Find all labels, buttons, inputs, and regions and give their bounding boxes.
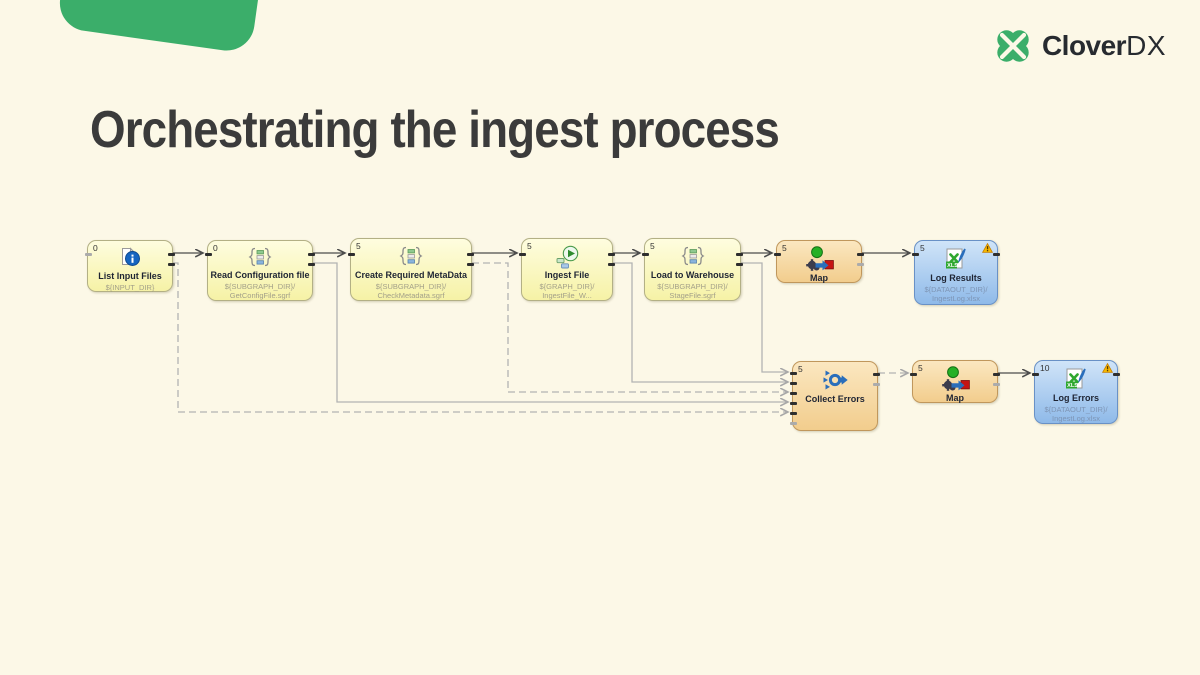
brand-name-bold: Clover xyxy=(1041,30,1127,61)
node-label: Read Configuration file xyxy=(210,270,310,280)
input-port xyxy=(910,373,917,376)
svg-text:XLS: XLS xyxy=(1067,383,1078,389)
node-record-count-badge: 10 xyxy=(1040,363,1050,373)
output-port xyxy=(993,253,1000,256)
input-port xyxy=(790,422,797,425)
xls-writer-icon: XLS xyxy=(943,246,969,272)
output-port xyxy=(993,383,1000,386)
input-port xyxy=(642,253,649,256)
node-record-count-badge: 5 xyxy=(650,241,655,251)
node-path: ${GRAPH_DIR}/ xyxy=(539,282,595,291)
run-graph-icon xyxy=(553,244,581,269)
output-port xyxy=(467,253,474,256)
warning-icon xyxy=(981,242,994,253)
output-port xyxy=(857,253,864,256)
node-path: ${SUBGRAPH_DIR}/ xyxy=(375,282,447,291)
node-label: Collect Errors xyxy=(805,394,865,404)
node-record-count-badge: 5 xyxy=(527,241,532,251)
node-path: CheckMetadata.sgrf xyxy=(377,291,445,300)
gather-icon xyxy=(821,367,849,393)
node-label: Map xyxy=(810,273,828,283)
node-label: Log Results xyxy=(930,273,982,283)
subgraph-icon xyxy=(678,244,708,269)
output-port xyxy=(308,253,315,256)
clover-icon xyxy=(993,26,1033,66)
node-path: IngestFile_W... xyxy=(542,291,592,300)
reformat-icon xyxy=(940,365,970,392)
cloverdx-logo: CloverDX xyxy=(993,26,1166,66)
input-port xyxy=(790,402,797,405)
node-path: ${DATAOUT_DIR}/ xyxy=(924,285,988,294)
node-record-count-badge: 5 xyxy=(920,243,925,253)
output-port xyxy=(736,253,743,256)
subgraph-icon xyxy=(396,244,426,269)
input-port xyxy=(790,382,797,385)
input-port xyxy=(912,253,919,256)
output-port xyxy=(608,253,615,256)
output-port xyxy=(168,263,175,266)
brand-name: CloverDX xyxy=(1042,30,1166,62)
input-port xyxy=(348,253,355,256)
node-path: GetConfigFile.sgrf xyxy=(229,291,291,300)
slide-title: Orchestrating the ingest process xyxy=(90,101,780,159)
input-port xyxy=(85,253,92,256)
input-port xyxy=(790,412,797,415)
output-port xyxy=(1113,373,1120,376)
reformat-icon xyxy=(804,245,834,272)
warning-icon xyxy=(1101,362,1114,373)
node-label: Ingest File xyxy=(544,270,590,280)
node-label: Log Errors xyxy=(1052,393,1099,403)
output-port xyxy=(873,373,880,376)
output-port xyxy=(308,263,315,266)
brand-name-light: DX xyxy=(1126,30,1166,61)
input-port xyxy=(519,253,526,256)
xls-writer-icon: XLS xyxy=(1063,366,1089,392)
node-path: ${SUBGRAPH_DIR}/ xyxy=(657,282,728,291)
node-path: ${DATAOUT_DIR}/ xyxy=(1044,405,1108,414)
output-port xyxy=(168,253,175,256)
subgraph-icon xyxy=(245,246,275,269)
output-port xyxy=(608,263,615,266)
svg-text:XLS: XLS xyxy=(947,263,958,269)
node-path: ${INPUT_DIR} xyxy=(105,283,155,292)
node-record-count-badge: 0 xyxy=(213,243,218,253)
node-record-count-badge: 5 xyxy=(798,364,803,374)
node-path: IngestLog.xlsx xyxy=(932,294,980,303)
node-record-count-badge: 5 xyxy=(356,241,361,251)
output-port xyxy=(857,263,864,266)
input-port xyxy=(790,372,797,375)
node-label: Create Required MetaData xyxy=(354,270,468,280)
node-path: StageFile.sgrf xyxy=(669,291,716,300)
node-label: Map xyxy=(946,393,964,403)
node-record-count-badge: 5 xyxy=(782,243,787,253)
input-port xyxy=(774,253,781,256)
input-port xyxy=(790,392,797,395)
output-port xyxy=(993,373,1000,376)
node-label: Load to Warehouse xyxy=(650,270,735,280)
node-path: ${SUBGRAPH_DIR}/ xyxy=(224,282,296,291)
output-port xyxy=(873,383,880,386)
node-path: IngestLog.xlsx xyxy=(1052,414,1100,423)
input-port xyxy=(1032,373,1039,376)
node-label: List Input Files xyxy=(98,271,162,281)
output-port xyxy=(467,263,474,266)
file-info-icon xyxy=(117,246,143,270)
input-port xyxy=(205,253,212,256)
node-record-count-badge: 5 xyxy=(918,363,923,373)
output-port xyxy=(736,263,743,266)
node-record-count-badge: 0 xyxy=(93,243,98,253)
